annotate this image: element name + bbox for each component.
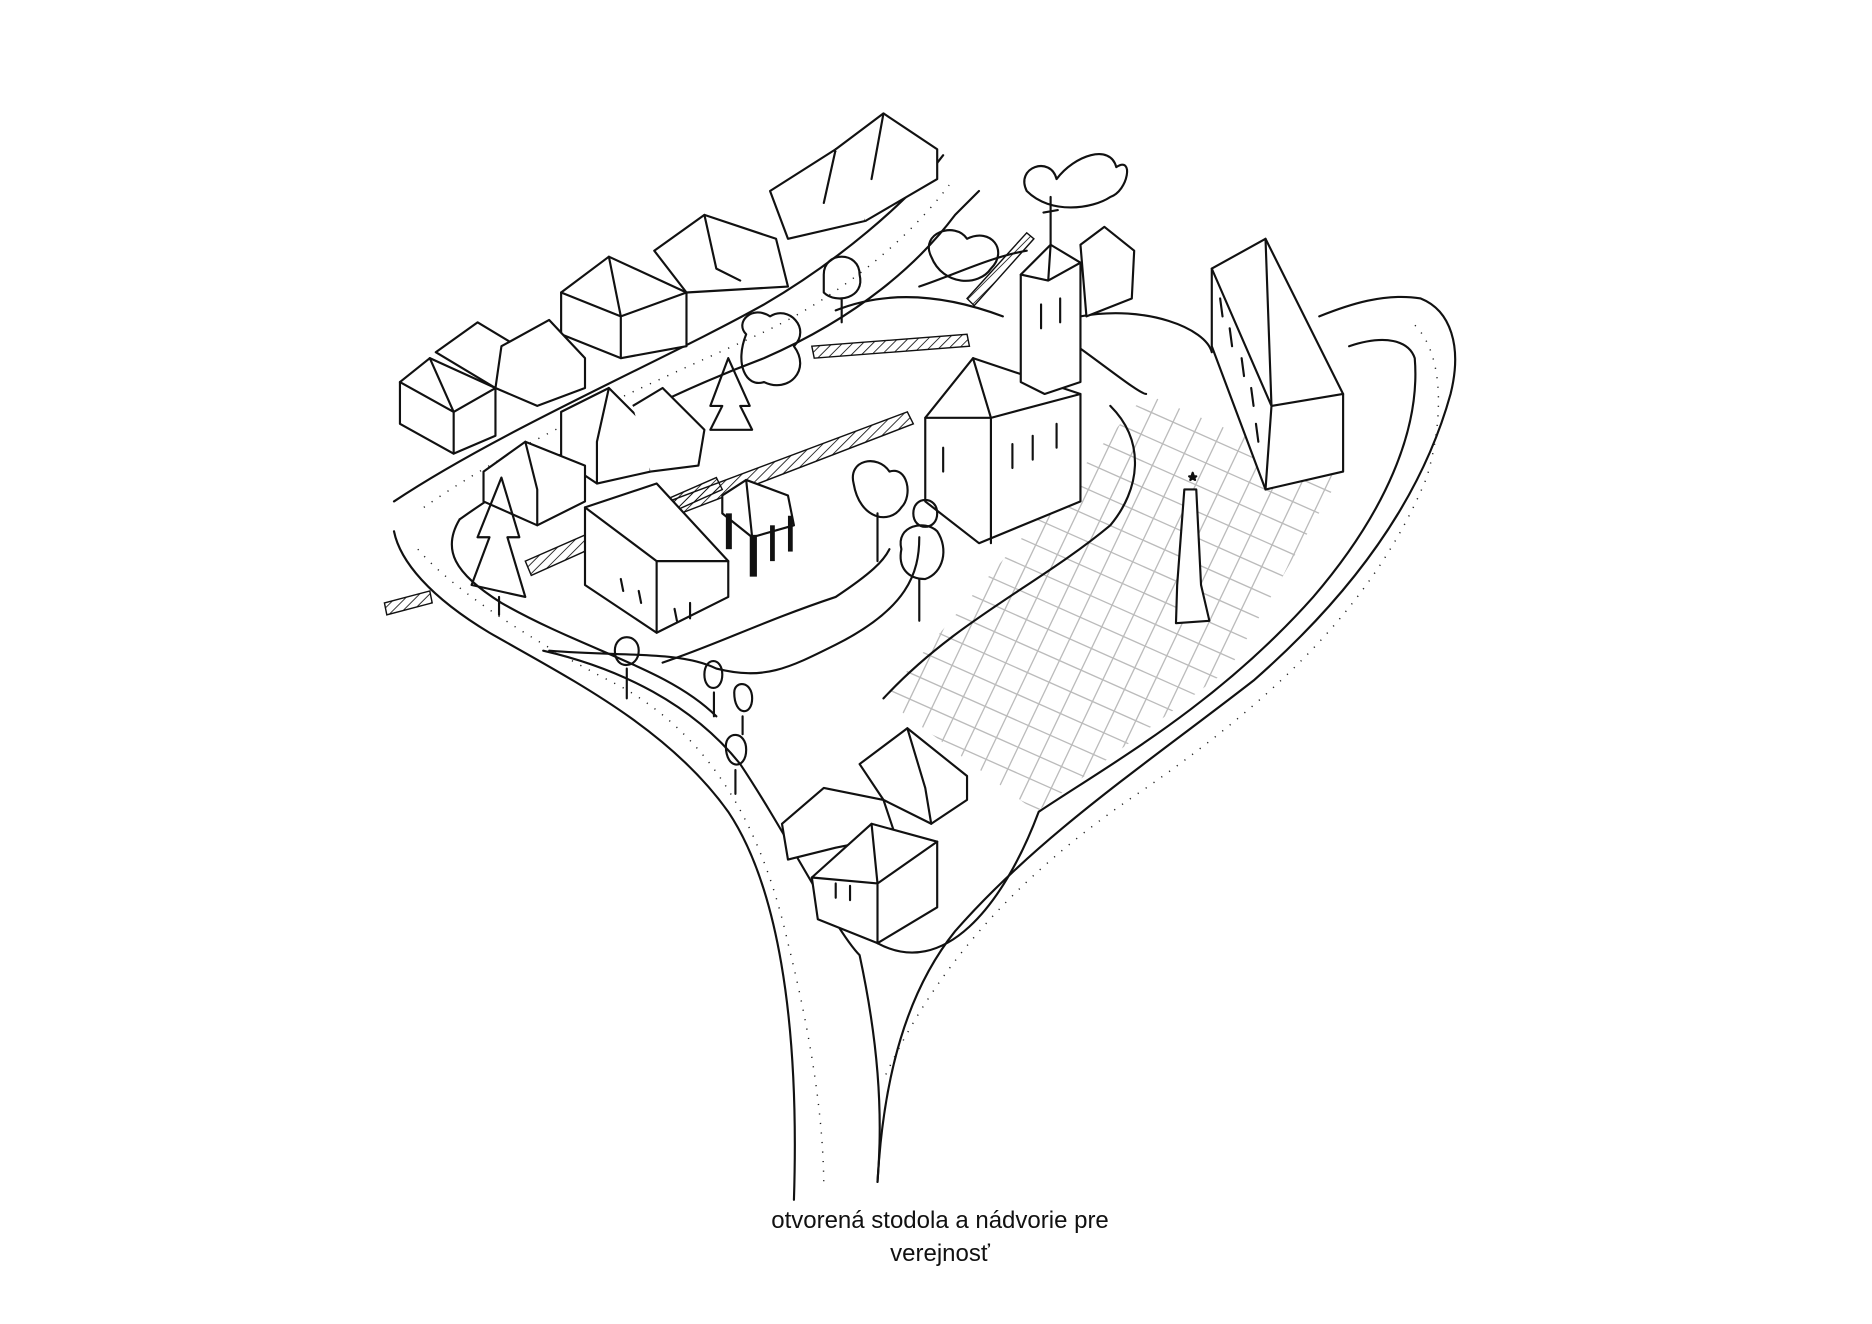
paving-line: [1036, 393, 1243, 812]
row-houses-west: [398, 318, 587, 455]
houses-south: [780, 727, 969, 945]
caption-line-1: otvorená stodola a nádvorie pre: [771, 1207, 1109, 1234]
road-curve-south: [392, 518, 881, 1201]
church: [924, 195, 1082, 545]
paving-line: [883, 579, 1340, 789]
paving-line: [931, 393, 1138, 812]
row-houses-north: [560, 112, 939, 360]
open-barn[interactable]: [721, 478, 796, 577]
paving-line: [957, 393, 1164, 812]
sketch-caption: otvorená stodola a nádvorie pre verejnos…: [700, 1204, 1180, 1270]
caption-line-2: verejnosť: [890, 1240, 990, 1267]
paving-line: [1220, 555, 1340, 812]
road-east-loop: [876, 295, 1457, 1184]
barn-house: [583, 482, 730, 634]
paving-line: [883, 526, 1340, 736]
paving-line: [983, 393, 1190, 812]
small-house-behind-church: [1079, 225, 1136, 318]
paving-line: [1325, 776, 1340, 812]
paving-line: [1246, 611, 1340, 812]
paving-line: [1062, 393, 1269, 812]
paving-line: [1272, 666, 1340, 812]
paving-line: [1299, 721, 1340, 812]
houses-middle: [482, 386, 706, 527]
obelisk-monument: [1174, 471, 1211, 625]
long-building-east: [1210, 237, 1345, 491]
trees: [470, 153, 1129, 795]
paving-line: [1010, 393, 1217, 812]
